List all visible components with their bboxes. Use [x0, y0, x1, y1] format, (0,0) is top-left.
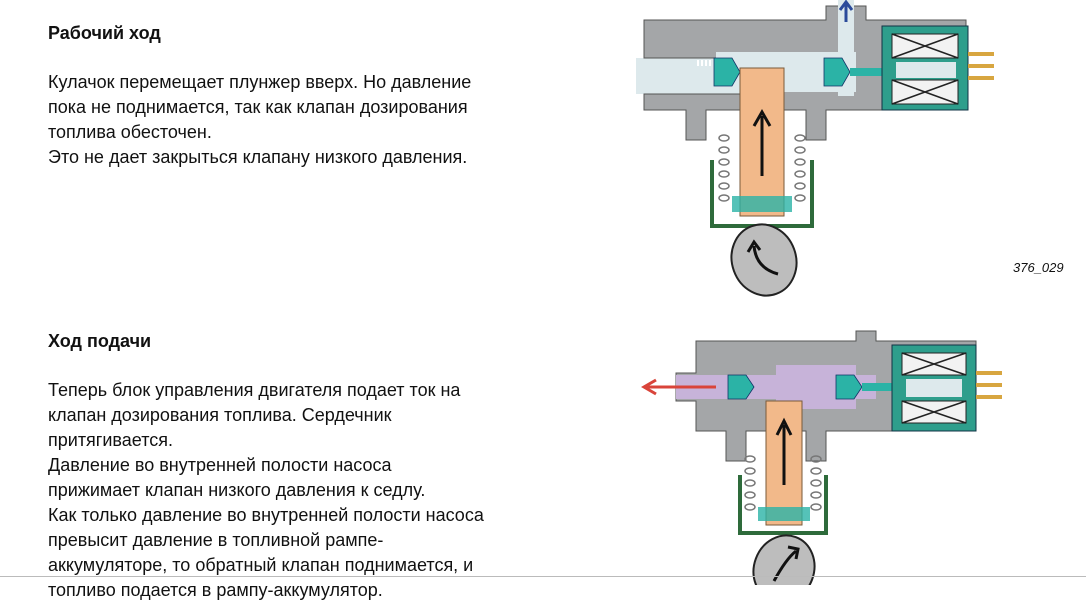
section2-line: превысит давление в топливной рампе- [48, 530, 384, 550]
section2-paragraph: Теперь блок управления двигателя подает … [48, 378, 484, 603]
plunger-up-arrow [752, 108, 772, 176]
page-bottom-edge [0, 576, 1086, 577]
section2-line: Теперь блок управления двигателя подает … [48, 380, 461, 400]
section2-line: прижимает клапан низкого давления к седл… [48, 480, 426, 500]
cam [752, 534, 816, 585]
connector-pin [976, 395, 1002, 399]
section2-heading: Ход подачи [48, 331, 152, 351]
solenoid-armature [896, 62, 956, 78]
plunger-up-arrow [775, 417, 793, 485]
section2-line: Давление во внутренней полости насоса [48, 455, 392, 475]
inlet-valve [713, 57, 741, 87]
solenoid-armature [906, 379, 962, 397]
valve-rod [862, 383, 894, 391]
coil-cross-top [891, 33, 959, 59]
pump-diagram-working-stroke [636, 0, 994, 297]
section2-line: Как только давление во внутренней полост… [48, 505, 484, 525]
connector-pin [968, 52, 994, 56]
coil-cross-bottom [901, 400, 967, 424]
delivery-arrow [641, 378, 716, 396]
section2-line: притягивается. [48, 430, 173, 450]
coil-cross-top [901, 352, 967, 376]
return-spring [744, 455, 822, 511]
section2-line: аккумуляторе, то обратный клапан поднима… [48, 555, 474, 575]
section1-line: топлива обесточен. [48, 122, 212, 142]
section1-heading: Рабочий ход [48, 23, 161, 43]
check-valve [823, 57, 851, 87]
section1-line: Это не дает закрыться клапану низкого да… [48, 147, 468, 167]
inlet-spring [697, 60, 711, 66]
cam-rotation-arrow [772, 545, 800, 582]
plunger-base [758, 507, 810, 521]
section1-line: пока не поднимается, так как клапан дози… [48, 97, 468, 117]
inlet-valve [835, 374, 863, 400]
spring-cup [738, 475, 828, 535]
section1-line: Кулачок перемещает плунжер вверх. Но дав… [48, 72, 472, 92]
section1-paragraph: Кулачок перемещает плунжер вверх. Но дав… [48, 70, 471, 170]
section2-line: клапан дозирования топлива. Сердечник [48, 405, 392, 425]
cam [730, 223, 798, 297]
connector-pin [976, 383, 1002, 387]
figure-id-caption: 376_029 [1013, 260, 1064, 275]
section2-line: топливо подается в рампу-аккумулятор. [48, 580, 383, 600]
connector-pin [968, 76, 994, 80]
return-spring [718, 134, 806, 202]
coil-cross-bottom [891, 79, 959, 105]
connector-pin [976, 371, 1002, 375]
pump-diagram-delivery-stroke [641, 330, 1002, 585]
plunger-base [732, 196, 792, 212]
cam-rotation-arrow [746, 239, 779, 276]
connector-pin [968, 64, 994, 68]
check-valve [727, 374, 755, 400]
valve-rod [850, 68, 884, 76]
fuel-flow-arrow [838, 0, 854, 22]
